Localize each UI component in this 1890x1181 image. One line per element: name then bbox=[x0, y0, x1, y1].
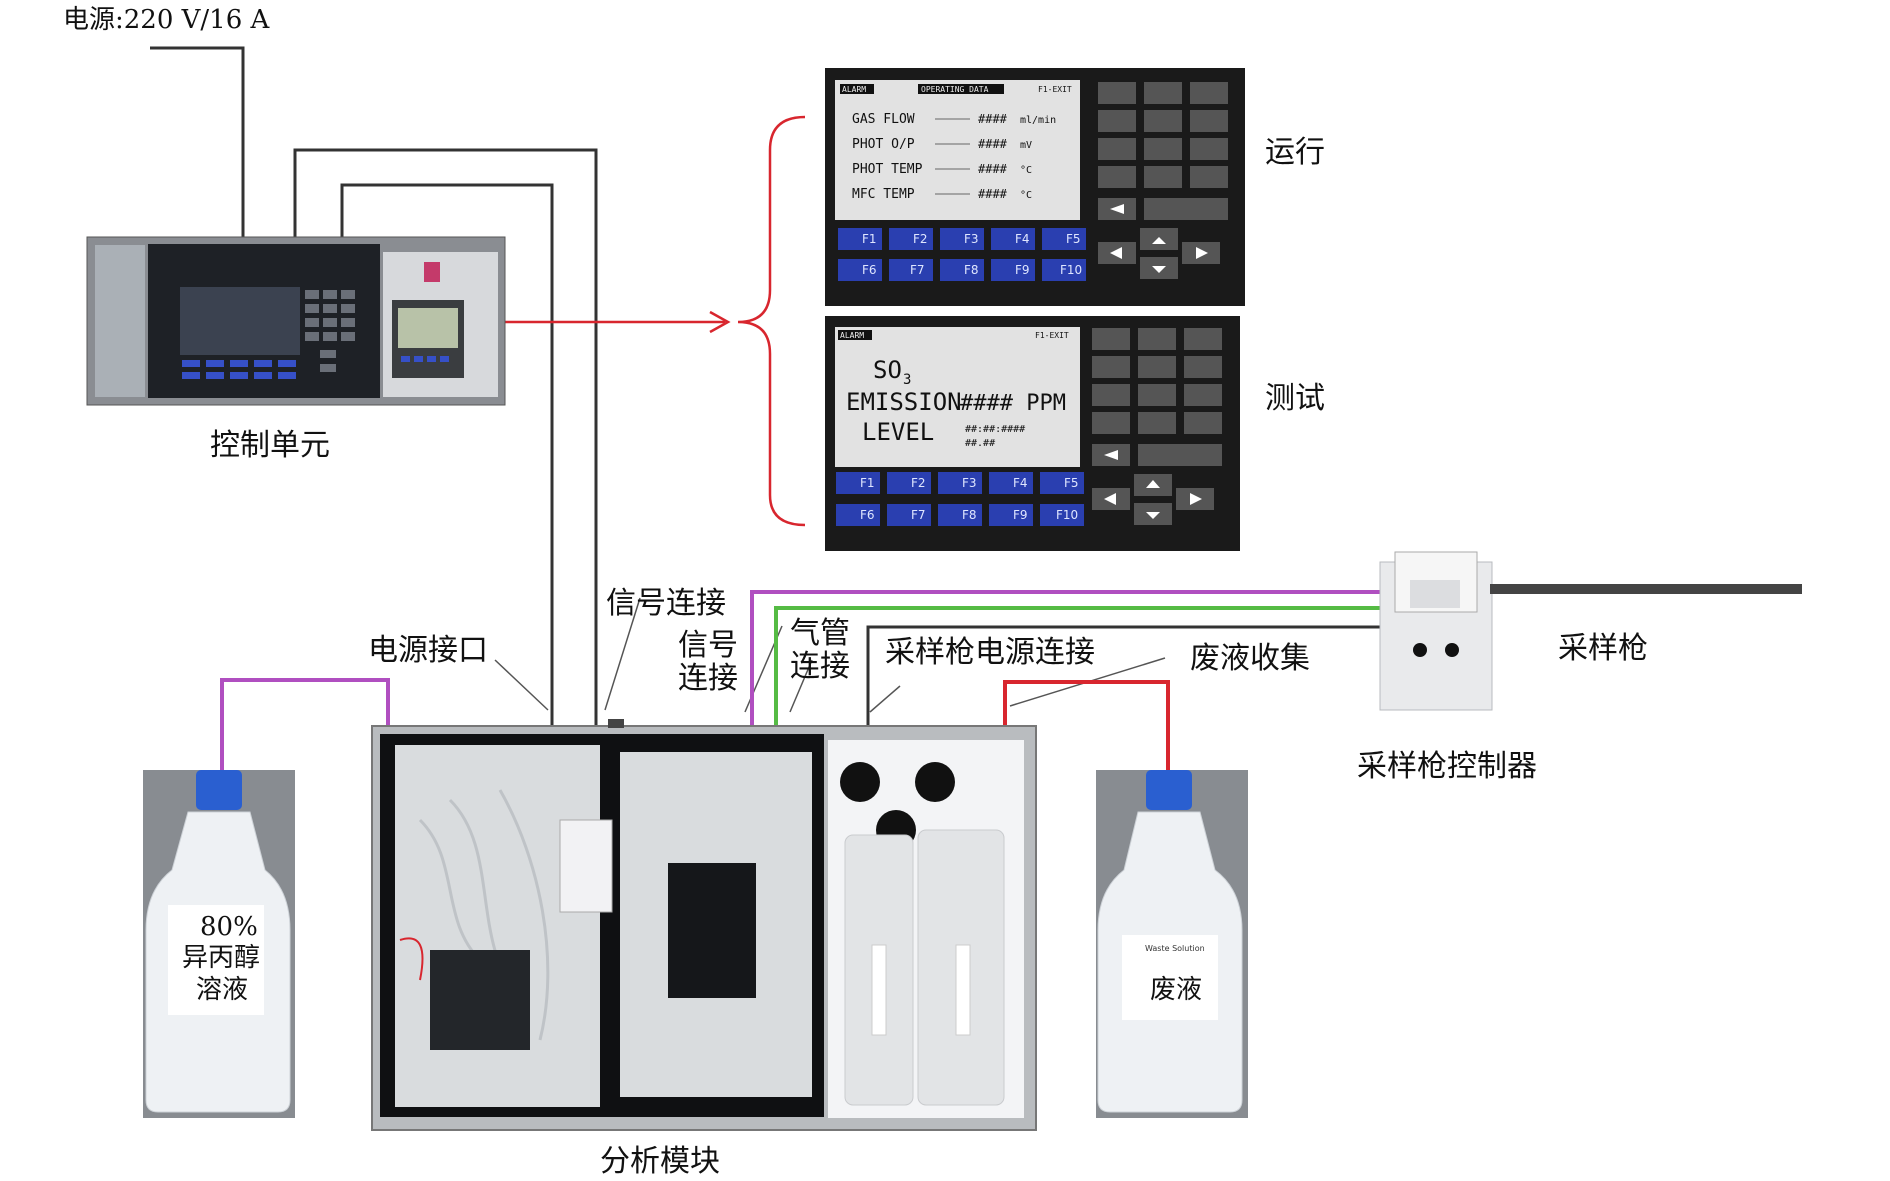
run-row-value: #### bbox=[978, 137, 1008, 151]
sampling-probe-label: 采样枪 bbox=[1558, 631, 1648, 666]
run-function-keys: F1 F2 F3 F4 F5 F6 F7 F8 F9 F10 bbox=[838, 228, 1086, 281]
test-exit: F1-EXIT bbox=[1035, 331, 1069, 340]
test-alarm: ALARM bbox=[840, 331, 864, 340]
function-key: F3 bbox=[962, 476, 977, 490]
run-row-unit: °C bbox=[1020, 165, 1032, 176]
function-key: F6 bbox=[860, 508, 875, 522]
signal-connection-label-1: 信号连接 bbox=[606, 586, 726, 621]
red-arrow-head bbox=[709, 310, 731, 334]
run-keypad bbox=[1098, 82, 1228, 279]
sampling-probe-rod bbox=[1490, 584, 1802, 594]
function-key: F4 bbox=[1013, 476, 1028, 490]
function-key: F8 bbox=[964, 263, 979, 277]
function-key: F5 bbox=[1066, 232, 1081, 246]
run-alarm: ALARM bbox=[842, 85, 866, 94]
function-key: F1 bbox=[862, 232, 877, 246]
probe-controller-label: 采样枪控制器 bbox=[1357, 749, 1537, 784]
run-row-name: PHOT O/P bbox=[852, 137, 915, 152]
run-row-name: PHOT TEMP bbox=[852, 162, 923, 177]
control-unit-label: 控制单元 bbox=[210, 428, 330, 463]
function-key: F9 bbox=[1013, 508, 1028, 522]
run-row-unit: ml/min bbox=[1020, 115, 1056, 126]
gas-tube-label-b: 连接 bbox=[790, 649, 850, 684]
run-row-unit: °C bbox=[1020, 190, 1032, 201]
function-key: F9 bbox=[1015, 263, 1030, 277]
test-time: ##:##:#### bbox=[965, 424, 1025, 435]
signal-connection-label-2b: 连接 bbox=[678, 661, 738, 696]
run-label: 运行 bbox=[1265, 135, 1325, 170]
run-exit: F1-EXIT bbox=[1038, 85, 1072, 94]
test-line1-sub: 3 bbox=[903, 372, 911, 388]
run-row-name: MFC TEMP bbox=[852, 187, 915, 202]
power-port-label: 电源接口 bbox=[368, 633, 488, 668]
test-label: 测试 bbox=[1265, 381, 1325, 416]
green-line-probe bbox=[774, 606, 1380, 730]
function-key: F5 bbox=[1064, 476, 1079, 490]
control-unit bbox=[86, 236, 506, 406]
ipa-label-2: 异丙醇 bbox=[182, 943, 260, 973]
run-rows: GAS FLOW #### ml/min PHOT O/P #### mV PH… bbox=[852, 112, 1056, 202]
function-key: F10 bbox=[1056, 508, 1078, 522]
function-key: F10 bbox=[1060, 263, 1082, 277]
ipa-label-1: 80% bbox=[200, 912, 258, 942]
test-keypad bbox=[1092, 328, 1222, 525]
probe-controller bbox=[1379, 551, 1493, 711]
black-connection-lines bbox=[150, 46, 1380, 727]
analysis-module bbox=[371, 719, 1037, 1131]
waste-bottle: Waste Solution bbox=[1096, 770, 1248, 1118]
red-line-waste bbox=[1003, 680, 1170, 770]
test-function-keys: F1 F2 F3 F4 F5 F6 F7 F8 F9 F10 bbox=[836, 472, 1084, 526]
function-key: F6 bbox=[862, 263, 877, 277]
probe-power-label: 采样枪电源连接 bbox=[885, 635, 1095, 670]
run-row-value: #### bbox=[978, 112, 1008, 126]
run-panel: ALARM OPERATING DATA F1-EXIT GAS FLOW ##… bbox=[825, 68, 1245, 306]
run-header: OPERATING DATA bbox=[921, 85, 989, 94]
test-panel: ALARM F1-EXIT SO 3 EMISSION LEVEL #### P… bbox=[825, 316, 1240, 551]
waste-tag: Waste Solution bbox=[1145, 944, 1205, 953]
red-curly-brace bbox=[737, 115, 806, 527]
test-time2: ##.## bbox=[965, 438, 995, 449]
function-key: F4 bbox=[1015, 232, 1030, 246]
run-row-name: GAS FLOW bbox=[852, 112, 915, 127]
run-arrow-glyphs bbox=[1110, 204, 1208, 273]
function-key: F2 bbox=[913, 232, 928, 246]
purple-line-bottle bbox=[220, 678, 390, 770]
run-row-value: #### bbox=[978, 162, 1008, 176]
ipa-bottle bbox=[143, 770, 295, 1118]
test-value: #### PPM bbox=[960, 391, 1066, 416]
function-key: F2 bbox=[911, 476, 926, 490]
test-line1: SO bbox=[873, 356, 902, 384]
waste-collection-label: 废液收集 bbox=[1190, 641, 1310, 676]
analysis-module-label: 分析模块 bbox=[600, 1144, 720, 1179]
function-key: F8 bbox=[962, 508, 977, 522]
ipa-label-3: 溶液 bbox=[196, 975, 248, 1005]
waste-liquid-label: 废液 bbox=[1150, 975, 1202, 1005]
run-row-unit: mV bbox=[1020, 140, 1032, 151]
function-key: F7 bbox=[911, 508, 926, 522]
function-key: F3 bbox=[964, 232, 979, 246]
test-arrow-glyphs bbox=[1104, 450, 1202, 519]
function-key: F7 bbox=[910, 263, 925, 277]
test-line2: EMISSION bbox=[846, 388, 962, 416]
purple-line-probe bbox=[750, 590, 1380, 730]
function-key: F1 bbox=[860, 476, 875, 490]
signal-connection-label-2a: 信号 bbox=[678, 628, 738, 663]
power-supply-label: 电源:220 V/16 A bbox=[63, 5, 271, 35]
gas-tube-label-a: 气管 bbox=[790, 616, 850, 651]
test-line3: LEVEL bbox=[862, 418, 934, 446]
run-row-value: #### bbox=[978, 187, 1008, 201]
